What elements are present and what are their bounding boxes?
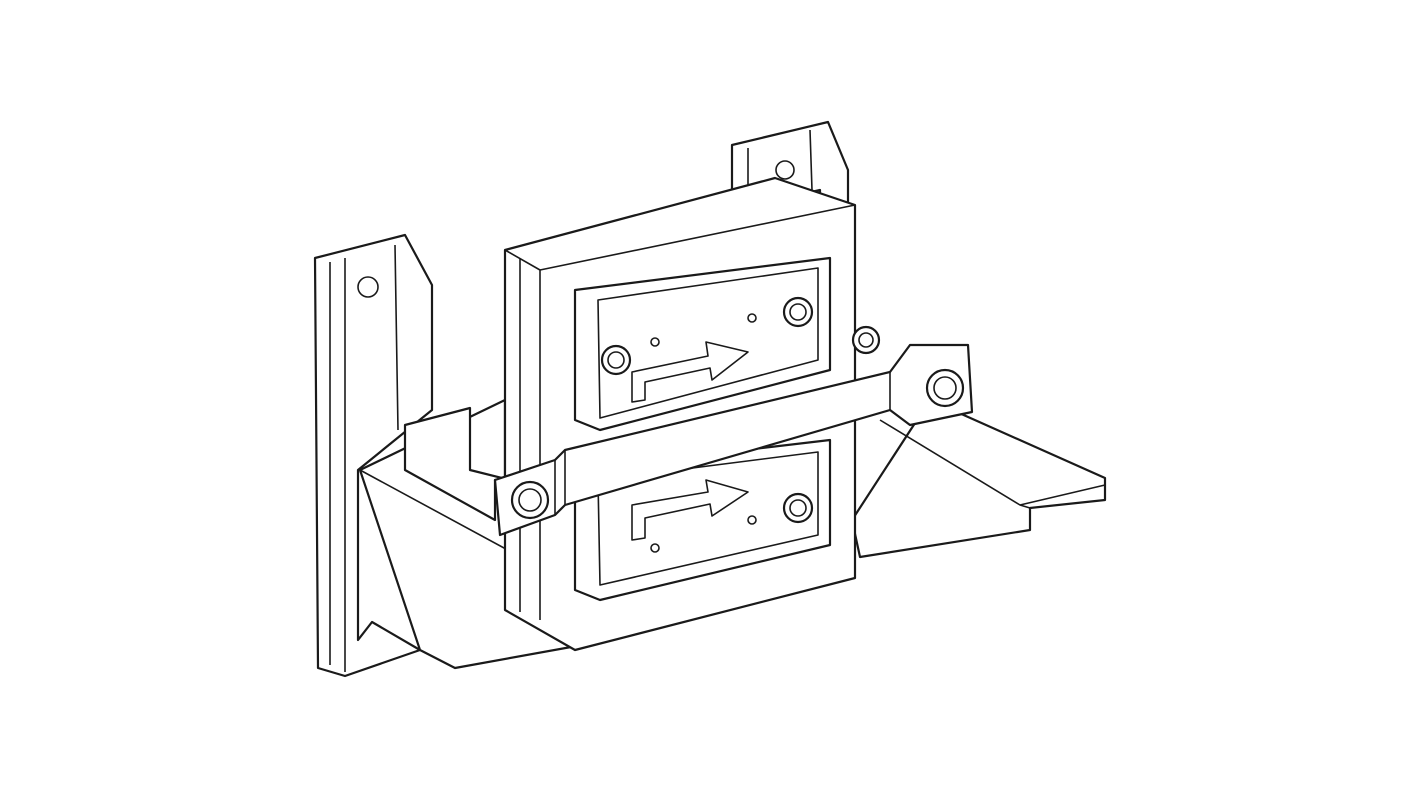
left-wall-bracket <box>313 233 434 678</box>
clamp-strap <box>403 343 974 537</box>
arrow-icon <box>631 341 749 541</box>
